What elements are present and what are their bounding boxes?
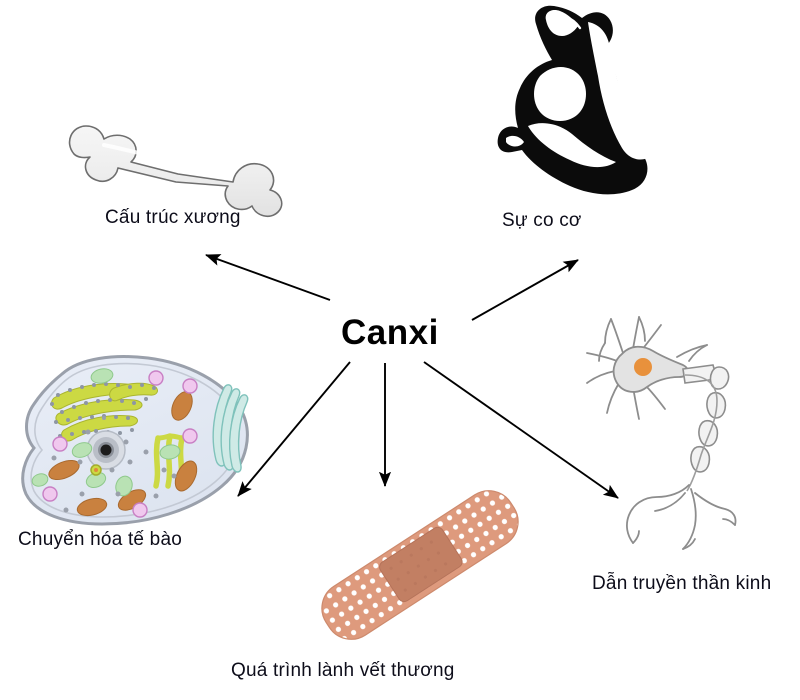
nerve-label: Dẫn truyền thần kinh xyxy=(592,573,772,594)
flexed-bicep-icon xyxy=(492,2,672,198)
cell-label: Chuyển hóa tế bào xyxy=(18,529,182,550)
adhesive-bandage-icon xyxy=(300,470,540,660)
neuron-icon xyxy=(585,313,760,553)
arrow-to-muscle xyxy=(471,259,579,321)
muscle-label: Sự co cơ xyxy=(502,210,582,231)
wound-label: Quá trình lành vết thương xyxy=(231,660,455,681)
bone-icon xyxy=(58,112,308,218)
animal-cell-icon xyxy=(18,352,262,530)
center-node-label: Canxi xyxy=(341,313,439,352)
bone-label: Cấu trúc xương xyxy=(105,207,241,228)
arrow-to-bone xyxy=(205,254,331,301)
